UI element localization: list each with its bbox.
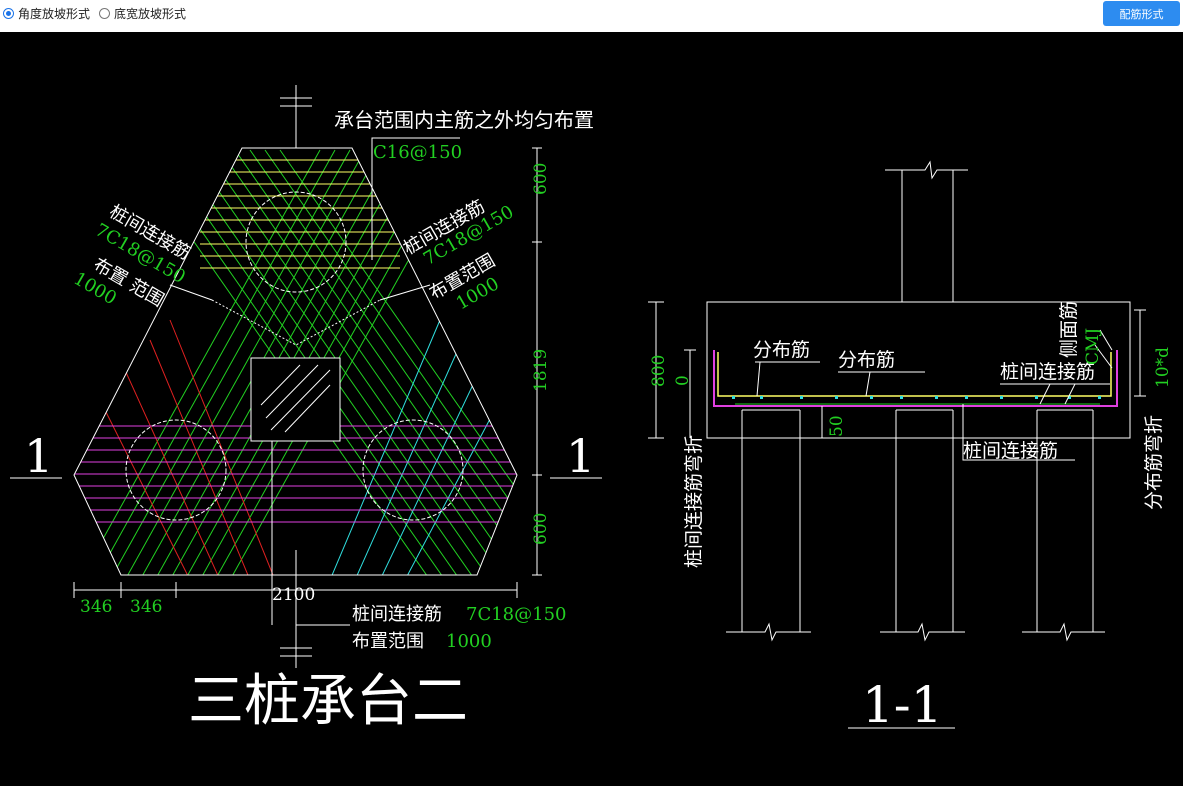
section-mark-left: 1	[24, 429, 53, 483]
horizontal-dimension	[73, 582, 518, 598]
cad-drawing: 承台范围内主筋之外均匀布置 C16@150 桩间连接筋 7C18@150 布置 …	[10, 85, 1173, 734]
radio-unchecked-icon[interactable]	[99, 7, 110, 19]
sec-bend-left: 桩间连接筋弯折	[683, 435, 705, 568]
center-lines	[10, 85, 602, 668]
radio-width-slope[interactable]: 底宽放坡形式	[99, 5, 186, 21]
bottom-label-4: 1000	[446, 631, 492, 652]
yellow-bars	[200, 159, 400, 269]
section-bar-dots	[732, 396, 1101, 399]
radio-angle-label: 角度放坡形式	[18, 6, 91, 21]
sec-bend-right: 分布筋弯折	[1143, 415, 1165, 510]
dim-2100: 2100	[272, 585, 315, 605]
sec-cmj: CMJ	[1083, 328, 1103, 365]
section-leaders	[755, 329, 1113, 461]
dim-600-bottom: 600	[531, 513, 551, 545]
column-square	[250, 357, 341, 442]
bottom-label-2: 7C18@150	[466, 604, 567, 625]
section-title: 1-1	[862, 676, 943, 734]
toolbar: 角度放坡形式 底宽放坡形式 配筋形式	[0, 0, 1183, 32]
dim-346-a: 346	[80, 597, 112, 617]
section-dimensions	[648, 301, 1146, 439]
sec-10d: 10*d	[1153, 347, 1173, 388]
cad-drawing-canvas: 承台范围内主筋之外均匀布置 C16@150 桩间连接筋 7C18@150 布置 …	[0, 32, 1183, 782]
config-rebar-button[interactable]: 配筋形式	[1103, 1, 1180, 26]
bottom-label-3: 布置范围	[352, 631, 424, 652]
rebar-hatching	[74, 149, 517, 575]
pile-left	[125, 419, 227, 521]
leader-lines	[169, 137, 460, 626]
vertical-dimension	[532, 147, 542, 576]
section-outline	[706, 160, 1131, 642]
top-rebar: C16@150	[373, 142, 462, 163]
dim-600-top: 600	[531, 163, 551, 195]
pile-cap-outline	[73, 147, 518, 576]
pile-right	[362, 419, 464, 521]
plan-title: 三桩承台二	[188, 669, 468, 734]
dim-346-b: 346	[130, 597, 162, 617]
pile-top	[245, 191, 347, 293]
radio-angle-slope[interactable]: 角度放坡形式	[3, 5, 90, 21]
right-label-group: 桩间连接筋 7C18@150	[400, 196, 517, 270]
section-mark-right: 1	[566, 429, 595, 483]
bottom-label-1: 桩间连接筋	[352, 604, 442, 625]
sec-conn-1: 桩间连接筋	[1000, 361, 1095, 383]
radio-width-label: 底宽放坡形式	[114, 6, 187, 21]
sec-side: 侧面筋	[1058, 301, 1080, 358]
sec-dim-800: 800	[649, 355, 669, 387]
top-note: 承台范围内主筋之外均匀布置	[334, 108, 594, 132]
sec-dim-0: 0	[673, 375, 693, 386]
sec-dim-50: 50	[827, 415, 847, 437]
sec-conn-2: 桩间连接筋	[963, 440, 1058, 462]
sec-dist-1: 分布筋	[753, 339, 810, 361]
sec-dist-2: 分布筋	[838, 349, 895, 371]
dim-1819: 1819	[531, 349, 551, 392]
pile-circles	[125, 191, 464, 521]
radio-checked-icon[interactable]	[3, 7, 14, 19]
section-rebars	[713, 350, 1118, 407]
